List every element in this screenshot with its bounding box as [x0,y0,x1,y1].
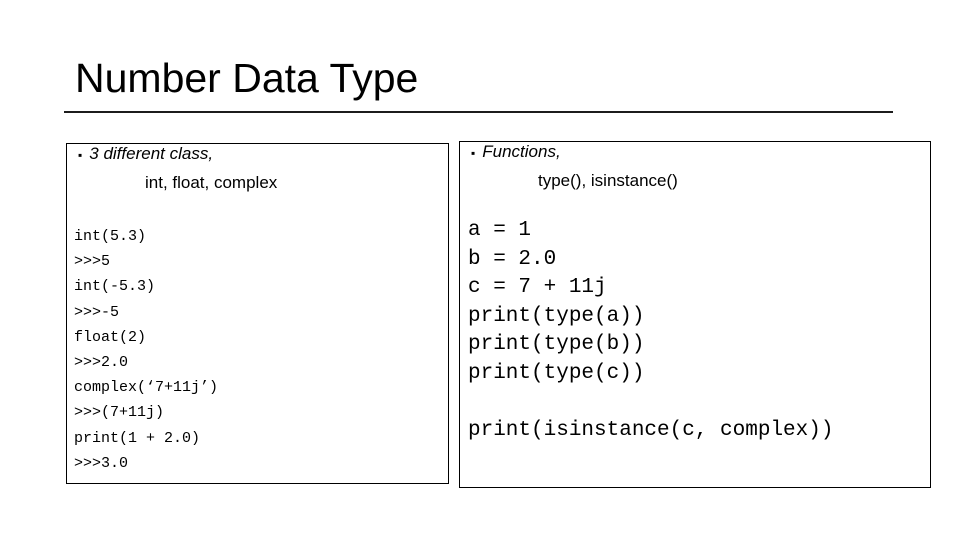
right-panel-header: ▪ Functions, type(), isinstance() [460,138,930,194]
right-panel-code: a = 1 b = 2.0 c = 7 + 11j print(type(a))… [468,219,834,442]
left-panel-heading-row: ▪ 3 different class, [67,140,448,169]
left-panel-heading: 3 different class, [89,144,214,163]
left-panel-code: int(5.3) >>>5 int(-5.3) >>>-5 float(2) >… [74,228,219,472]
bullet-square-icon: ▪ [471,146,476,160]
title-underline [64,111,893,113]
right-panel-subheading: type(), isinstance() [538,171,678,190]
right-panel-heading-row: ▪ Functions, [460,138,930,167]
right-panel-heading: Functions, [482,142,561,161]
left-panel-header: ▪ 3 different class, int, float, complex [67,140,448,196]
left-panel: ▪ 3 different class, int, float, complex… [66,143,449,484]
left-panel-subheading: int, float, complex [145,173,278,192]
bullet-square-icon: ▪ [78,148,83,162]
right-panel: ▪ Functions, type(), isinstance() a = 1 … [459,141,931,488]
slide-title: Number Data Type [75,55,419,101]
